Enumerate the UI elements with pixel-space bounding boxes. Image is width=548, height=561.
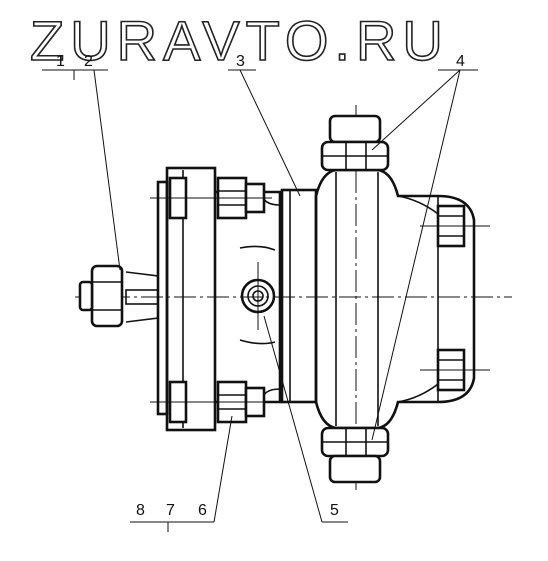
bottom-port-fitting [320,426,390,484]
drive-shaft-nut [78,264,159,328]
callout-1: 1 [56,53,65,70]
flange-bolt-bottom [150,380,272,424]
callout-2: 2 [84,53,93,70]
body-bolt-lower [420,348,490,392]
flange-bolt-top [150,176,272,220]
callout-5: 5 [330,502,339,519]
callout-6: 6 [198,502,207,519]
callout-7: 7 [166,502,175,519]
body-bolt-upper [420,204,490,248]
leader-lines [42,69,478,532]
watermark-text: ZURAVTO.RU [30,9,449,72]
callout-4: 4 [456,53,465,70]
callout-8: 8 [136,502,145,519]
plug-fitting [240,262,276,330]
top-port-fitting [320,114,390,172]
callout-3: 3 [236,53,245,70]
gasket-plate [280,188,318,404]
